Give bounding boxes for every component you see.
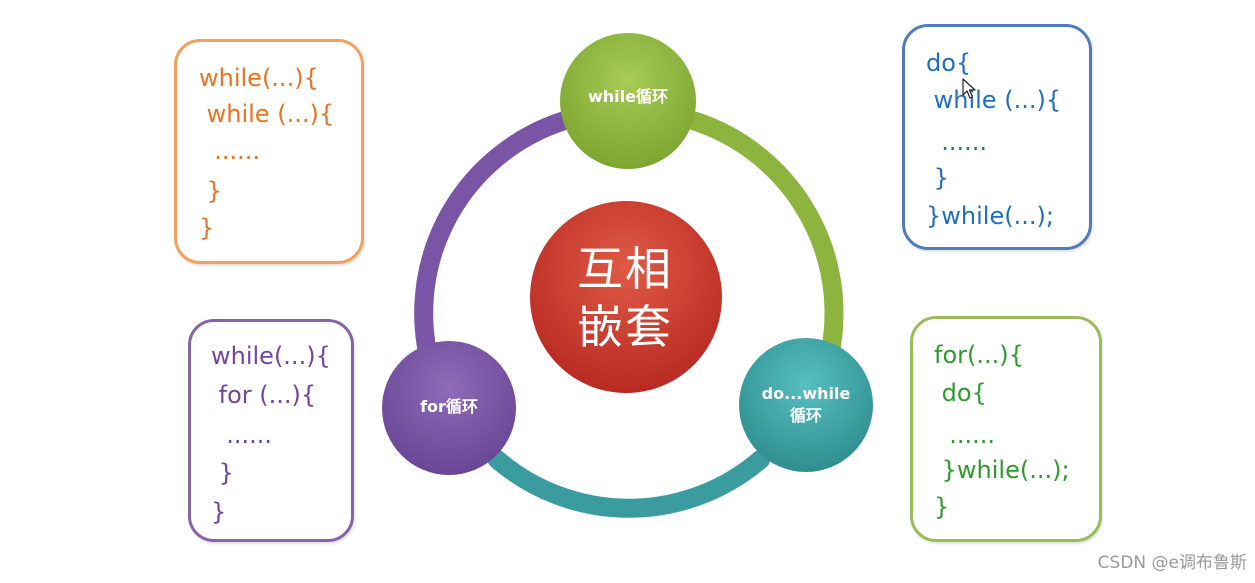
code-line: } bbox=[926, 164, 949, 192]
code-line: while(...){ bbox=[211, 342, 331, 370]
code-line: } bbox=[211, 498, 227, 526]
cursor-arrow-icon bbox=[962, 78, 976, 99]
center-label: 互相 嵌套 bbox=[577, 242, 673, 354]
node-for-label: for循环 bbox=[420, 397, 478, 416]
watermark: CSDN @e调布鲁斯 bbox=[1097, 553, 1247, 573]
center-node bbox=[530, 201, 722, 393]
code-line: ...... bbox=[199, 137, 261, 165]
code-line: }while(...); bbox=[934, 456, 1070, 484]
code-box-do-while: do{ while (...){ ...... } }while(...); bbox=[902, 24, 1092, 250]
code-line: ...... bbox=[211, 421, 273, 449]
node-while bbox=[560, 33, 696, 169]
code-line: } bbox=[934, 493, 950, 521]
code-line: }while(...); bbox=[926, 202, 1054, 230]
code-line: } bbox=[199, 177, 222, 205]
code-box-for-do: for(...){ do{ ...... }while(...); } bbox=[910, 316, 1102, 542]
node-dowhile bbox=[739, 338, 873, 472]
node-while-label: while循环 bbox=[588, 87, 668, 106]
node-for bbox=[382, 341, 516, 475]
code-line: for(...){ bbox=[934, 341, 1024, 369]
code-line: do{ bbox=[934, 379, 987, 407]
code-line: while (...){ bbox=[926, 86, 1062, 114]
code-line: ...... bbox=[934, 421, 996, 449]
code-line: while (...){ bbox=[199, 100, 335, 128]
ring-arc-teal bbox=[487, 449, 771, 518]
code-box-while-while: while(...){ while (...){ ...... } } bbox=[174, 39, 364, 264]
code-line: do{ bbox=[926, 49, 972, 77]
node-dowhile-label: do...while 循环 bbox=[761, 384, 851, 425]
code-line: } bbox=[199, 214, 215, 242]
ring-arc-green bbox=[682, 110, 844, 393]
code-line: for (...){ bbox=[211, 381, 317, 409]
code-line: while(...){ bbox=[199, 64, 319, 92]
ring-arc-purple bbox=[414, 110, 576, 393]
code-line: } bbox=[211, 459, 234, 487]
code-box-while-for: while(...){ for (...){ ...... } } bbox=[188, 319, 354, 542]
code-line: ...... bbox=[926, 128, 988, 156]
